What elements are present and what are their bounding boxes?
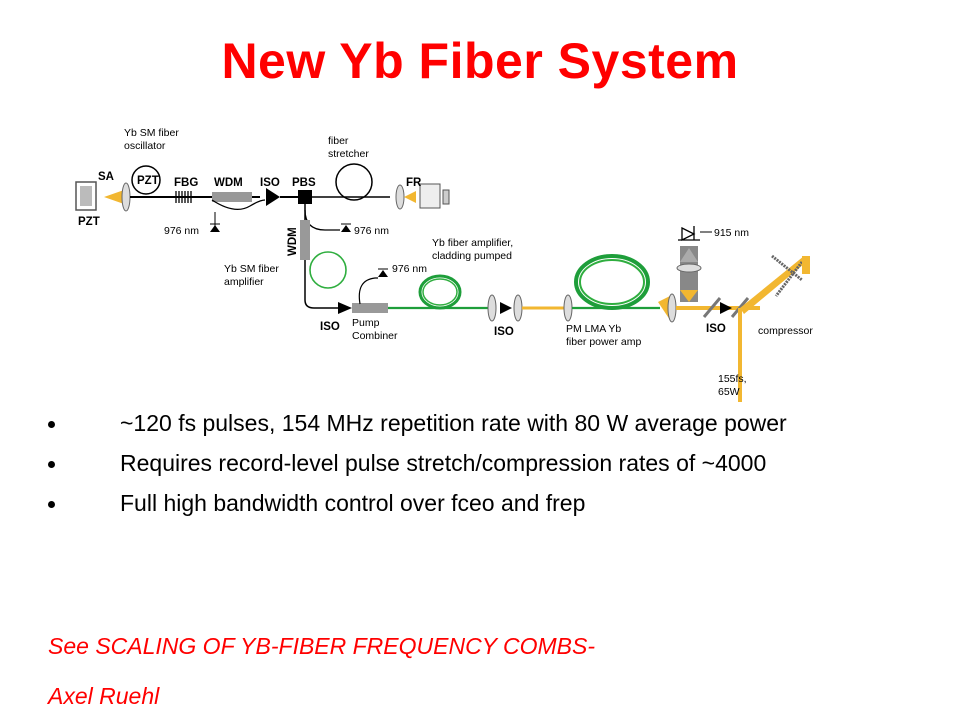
label-pm-lma-1: PM LMA Yb xyxy=(566,323,621,335)
bullet-item: Requires record-level pulse stretch/comp… xyxy=(48,448,928,479)
label-pump-combiner-2: Combiner xyxy=(352,330,398,342)
bullet-item: ~120 fs pulses, 154 MHz repetition rate … xyxy=(48,408,928,439)
label-pm-lma-2: fiber power amp xyxy=(566,336,641,348)
label-osc-title-1: Yb SM fiber xyxy=(124,127,179,139)
fiber-system-diagram: Yb SM fiber oscillator SA PZT PZT FBG WD… xyxy=(75,127,813,402)
bullet-item: Full high bandwidth control over fceo an… xyxy=(48,488,928,519)
bullet-text: ~120 fs pulses, 154 MHz repetition rate … xyxy=(120,410,787,436)
label-pzt-circle: PZT xyxy=(137,175,159,187)
label-clad-amp-2: cladding pumped xyxy=(432,250,512,262)
label-iso-lower: ISO xyxy=(320,321,340,333)
label-iso-right: ISO xyxy=(706,323,726,335)
label-compressor: compressor xyxy=(758,325,813,337)
bullet-text: Full high bandwidth control over fceo an… xyxy=(120,490,586,516)
label-pbs: PBS xyxy=(292,177,316,189)
power-amp-section xyxy=(563,226,810,402)
label-sm-amp-1: Yb SM fiber xyxy=(224,263,279,275)
bullet-dot xyxy=(48,501,55,508)
label-pzt-left: PZT xyxy=(78,216,100,228)
label-976-c: 976 nm xyxy=(392,263,427,275)
bullet-dot xyxy=(48,421,55,428)
label-fbg: FBG xyxy=(174,177,198,189)
label-iso-top: ISO xyxy=(260,177,280,189)
label-stretcher-2: stretcher xyxy=(328,148,369,160)
label-iso-mid: ISO xyxy=(494,326,514,338)
label-osc-title-2: oscillator xyxy=(124,140,166,152)
label-sm-amp-2: amplifier xyxy=(224,276,264,288)
label-output-2: 65W xyxy=(718,386,740,398)
label-clad-amp-1: Yb fiber amplifier, xyxy=(432,237,513,249)
reference-line-2: Axel Ruehl xyxy=(48,683,160,709)
label-fr: FR xyxy=(406,177,422,189)
bullet-list: ~120 fs pulses, 154 MHz repetition rate … xyxy=(48,408,928,528)
bullet-dot xyxy=(48,461,55,468)
label-wdm-top: WDM xyxy=(214,177,243,189)
bullet-text: Requires record-level pulse stretch/comp… xyxy=(120,450,767,476)
label-976-b: 976 nm xyxy=(354,225,389,237)
label-sa: SA xyxy=(98,171,114,183)
label-stretcher-1: fiber xyxy=(328,135,349,147)
preamp-section xyxy=(300,204,565,322)
reference-line-1: See SCALING OF YB-FIBER FREQUENCY COMBS- xyxy=(48,633,596,659)
label-976-a: 976 nm xyxy=(164,225,199,237)
slide-title: New Yb Fiber System xyxy=(221,33,739,89)
label-915nm: 915 nm xyxy=(714,227,749,239)
label-pump-combiner-1: Pump xyxy=(352,317,380,329)
oscillator-section xyxy=(75,163,450,232)
label-wdm-vertical: WDM xyxy=(287,227,299,256)
label-output-1: 155fs, xyxy=(718,373,747,385)
